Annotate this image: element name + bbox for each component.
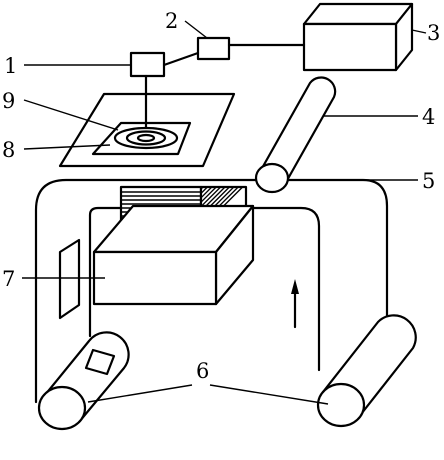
box-2 <box>196 36 231 61</box>
label-2: 2 <box>165 9 178 33</box>
label-3: 3 <box>427 21 440 45</box>
box-1 <box>129 51 166 78</box>
sheet-edge-line <box>200 186 213 199</box>
label-7: 7 <box>2 267 15 291</box>
roller-bottom-left <box>37 331 130 431</box>
number-labels: 1 2 3 4 5 6 7 8 9 <box>2 9 440 383</box>
roller-label-plate <box>84 348 116 376</box>
side-window <box>58 238 81 320</box>
label-1: 1 <box>4 54 17 78</box>
label-5: 5 <box>422 169 435 193</box>
sheet-edge-line <box>200 186 222 208</box>
label-4: 4 <box>422 105 435 129</box>
roller-bottom-right <box>316 314 417 428</box>
sheet-edge-line <box>200 186 208 194</box>
label-8: 8 <box>2 138 15 162</box>
up-arrow <box>291 279 299 329</box>
leader-lines <box>22 20 427 405</box>
sheet-edge-line <box>200 186 204 190</box>
control-boxes <box>129 2 414 130</box>
roller-top <box>254 76 337 194</box>
label-6: 6 <box>196 359 209 383</box>
sheet-edge-line <box>200 186 217 203</box>
label-9: 9 <box>2 89 15 113</box>
base-box <box>92 204 255 306</box>
